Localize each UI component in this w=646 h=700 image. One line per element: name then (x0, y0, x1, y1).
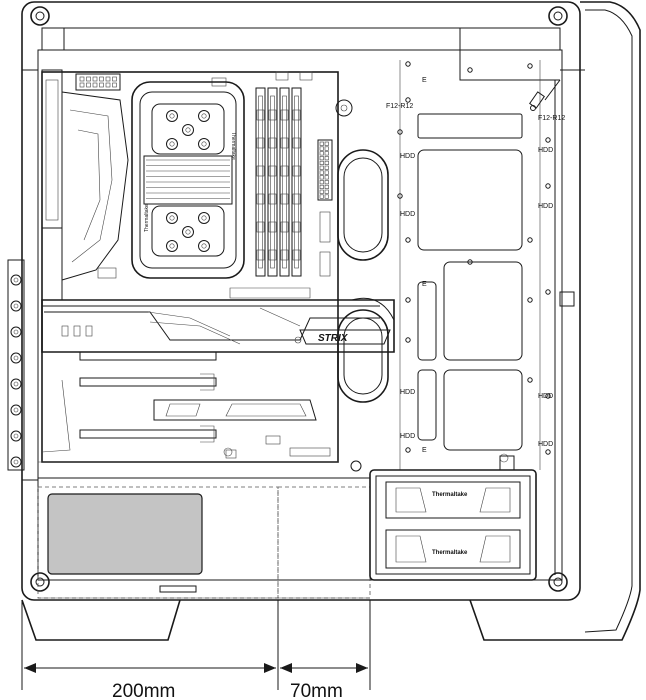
graphics-card: STRIX (41, 297, 395, 361)
dimm-slot (279, 87, 290, 277)
panel-hole (545, 289, 551, 295)
rear-slot-screw (10, 352, 22, 364)
drive-cage: Thermaltake Thermaltake (369, 455, 537, 581)
panel-hole (405, 97, 411, 103)
cooler-screw (166, 138, 178, 150)
rear-slot-screw (10, 378, 22, 390)
panel-hole (405, 237, 411, 243)
hdd-label-5: HDD (538, 147, 553, 154)
psu-clearance-zone (37, 486, 371, 599)
corner-screw-bottom-right (548, 572, 568, 592)
cooler-screw (182, 124, 194, 136)
panel-hole (545, 393, 551, 399)
marker-e-1: E (422, 77, 427, 84)
cable-space-zone (277, 486, 371, 599)
cooler-screw (166, 212, 178, 224)
psu-unit (47, 493, 203, 575)
cooler-brand-label: Thermaltake (230, 132, 236, 160)
fan-mount-label-left: F12-R12 (386, 103, 413, 110)
panel-hole (467, 67, 473, 73)
panel-hole (467, 259, 473, 265)
rear-slot-screw (10, 274, 22, 286)
dimm-slot (267, 87, 278, 277)
marker-e-3: E (422, 447, 427, 454)
panel-hole (527, 297, 533, 303)
hdd-label-7: HDD (538, 393, 553, 400)
hdd-label-8: HDD (538, 441, 553, 448)
rear-slot-screw (10, 430, 22, 442)
fan-mount-label-right: F12-R12 (538, 115, 565, 122)
panel-hole (405, 337, 411, 343)
rear-slot-screw (10, 404, 22, 416)
dimm-slot (291, 87, 302, 277)
panel-hole (397, 129, 403, 135)
corner-screw-top-right (548, 6, 568, 26)
panel-hole (405, 447, 411, 453)
motherboard (41, 71, 339, 463)
cooler-screw (198, 212, 210, 224)
cooler-screw (198, 110, 210, 122)
dimm-slot (255, 87, 266, 277)
panel-hole (545, 137, 551, 143)
dimension-label-psu: 200mm (112, 681, 175, 700)
hdd-label-6: HDD (538, 203, 553, 210)
corner-screw-top-left (30, 6, 50, 26)
panel-hole (545, 449, 551, 455)
case-feet (21, 599, 580, 641)
dimension-label-cable-space: 70mm (290, 681, 343, 700)
panel-hole (397, 193, 403, 199)
hdd-label-4: HDD (400, 433, 415, 440)
panel-hole (405, 297, 411, 303)
rear-slot-screw (10, 326, 22, 338)
cooler-brand-label-2: Thermaltake (144, 204, 150, 232)
cpu-cooler: Thermaltake Thermaltake (131, 81, 245, 279)
hdd-mounting-area (397, 60, 575, 575)
cooler-screw (198, 240, 210, 252)
hdd-label-3: HDD (400, 389, 415, 396)
drive-tray-brand-top: Thermaltake (432, 492, 468, 498)
standoff-circle (335, 99, 353, 117)
rear-io-area (7, 69, 63, 471)
hdd-label-2: HDD (400, 211, 415, 218)
panel-hole (405, 61, 411, 67)
corner-screw-bottom-left (30, 572, 50, 592)
cooler-screw (166, 110, 178, 122)
gpu-brand-label: STRIX (318, 333, 349, 344)
rear-slot-screw (10, 300, 22, 312)
panel-hole (527, 377, 533, 383)
cooler-screw (166, 240, 178, 252)
rear-slot-screw (10, 456, 22, 468)
panel-hole (545, 183, 551, 189)
panel-hole (527, 237, 533, 243)
cable-grommet-lower (337, 309, 389, 403)
dimension-lines (21, 600, 371, 690)
front-io-cable-icon (529, 79, 561, 111)
case-outline (21, 1, 641, 641)
marker-e-2: E (422, 281, 427, 288)
drive-tray-brand-bottom: Thermaltake (432, 550, 468, 556)
cable-grommet-upper (337, 149, 389, 261)
panel-hole (527, 63, 533, 69)
cooler-screw (198, 138, 210, 150)
cooler-screw (182, 226, 194, 238)
hdd-label-1: HDD (400, 153, 415, 160)
